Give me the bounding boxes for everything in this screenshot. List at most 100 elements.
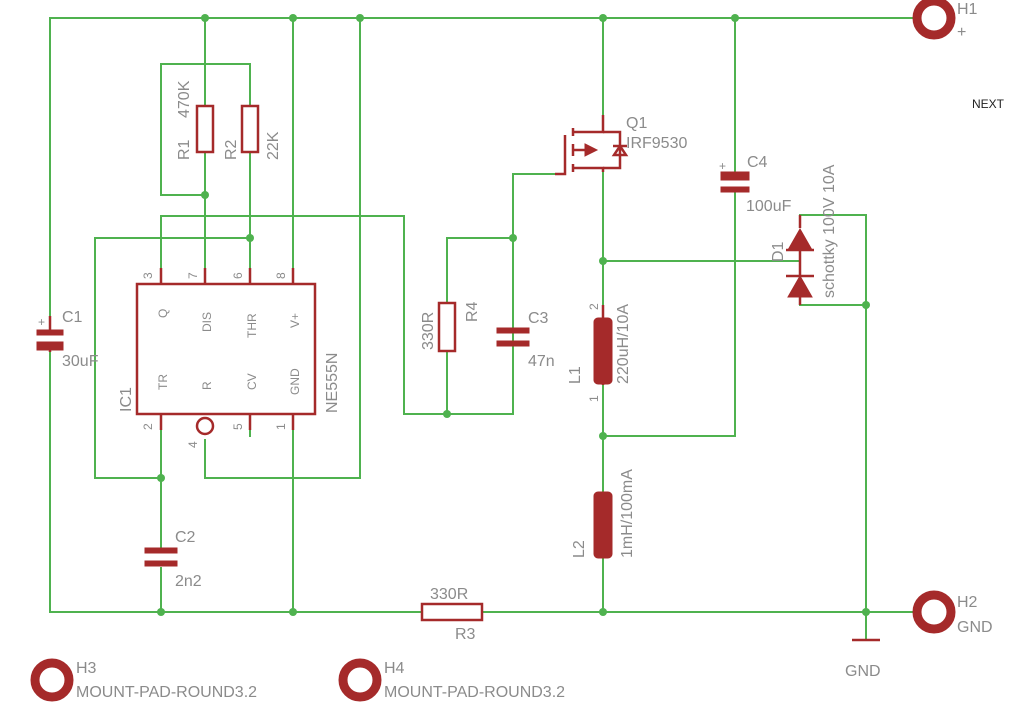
r1-name-label: R1 (176, 139, 193, 160)
mount-pad-h4[interactable]: H4 MOUNT-PAD-ROUND3.2 (338, 658, 565, 702)
ic1-pin-name: CV (245, 373, 259, 390)
ic1-pin-name: GND (288, 368, 302, 395)
h1-name-label: H1 (957, 1, 978, 18)
d1-name-label: D1 (770, 241, 787, 262)
ic1-reset-bubble (195, 416, 215, 436)
c4-plate (720, 171, 750, 181)
ic1-name-label: IC1 (118, 387, 135, 412)
next-label[interactable]: NEXT (972, 97, 1005, 111)
l1-pin-number: 2 (587, 303, 601, 310)
ic1-value-label: NE555N (324, 353, 341, 413)
c1-plate (36, 329, 64, 336)
h4-value-label: MOUNT-PAD-ROUND3.2 (384, 684, 565, 701)
mosfet-q1[interactable]: Q1 IRF9530 (555, 115, 687, 176)
ic1-body (135, 282, 317, 416)
gnd-label: GND (845, 663, 881, 680)
junction-dot (599, 14, 607, 22)
q1-terminals (573, 115, 605, 172)
ic1-pin-name: DIS (200, 312, 214, 332)
junction-dot (731, 14, 739, 22)
inductor-l1[interactable]: 2 1 L1 220uH/10A (567, 303, 632, 402)
l2-body (593, 491, 613, 559)
d1-triangle-top (787, 227, 813, 251)
ic1-pin-number: 1 (274, 423, 288, 430)
resistor-r4[interactable]: 330R R4 (420, 301, 481, 353)
q1-value-label: IRF9530 (626, 135, 687, 152)
ic1-pin-number: 5 (231, 423, 245, 430)
junction-dot (246, 234, 254, 242)
c3-plate (496, 340, 530, 347)
c4-name-label: C4 (747, 154, 768, 171)
junction-dot (599, 608, 607, 616)
c1-value-label: 30uF (62, 353, 99, 370)
mount-pad-h2[interactable]: H2 GND (912, 590, 993, 636)
ic1-pin-number: 8 (274, 272, 288, 279)
c1-name-label: C1 (62, 309, 83, 326)
inductor-l2[interactable]: L2 1mH/100mA (571, 469, 636, 559)
q1-body-diode (603, 130, 622, 170)
l1-pin-number: 1 (587, 395, 601, 402)
c2-value-label: 2n2 (175, 573, 202, 590)
ic1-timer[interactable]: 3 7 6 8 2 4 5 1 Q DIS THR V+ TR R CV GND… (118, 268, 341, 448)
junctions (157, 14, 870, 616)
r2-value-label: 22K (265, 131, 282, 160)
h4-pad-cross (350, 670, 370, 690)
diode-d1[interactable]: D1 schottky 100V 10A (770, 164, 838, 305)
c2-plate (144, 560, 178, 567)
h2-value-label: GND (957, 619, 993, 636)
ic1-pin-stubs (159, 268, 295, 430)
c3-plate (496, 327, 530, 334)
capacitor-c2[interactable]: C2 2n2 (144, 529, 202, 590)
r3-name-label: R3 (455, 626, 476, 643)
capacitor-c4[interactable]: + C4 100uF (719, 154, 792, 215)
capacitor-c3[interactable]: C3 47n (496, 310, 555, 370)
c1-plus-label: + (38, 315, 45, 329)
junction-dot (201, 191, 209, 199)
l2-name-label: L2 (571, 540, 588, 558)
c4-value-label: 100uF (746, 198, 792, 215)
resistor-r3[interactable]: 330R R3 (420, 586, 484, 643)
q1-gate (555, 135, 567, 176)
ic1-pin-name: THR (245, 313, 259, 338)
r1-body (195, 104, 215, 154)
r1-value-label: 470K (176, 80, 193, 118)
ic1-pin-number: 6 (231, 272, 245, 279)
wire-thr-tr (94, 237, 251, 479)
ic1-pin-name: Q (156, 309, 170, 318)
r4-body (437, 301, 457, 353)
q1-arrow (584, 143, 599, 157)
junction-dot (201, 14, 209, 22)
l1-value-label: 220uH/10A (615, 304, 632, 384)
junction-dot (599, 432, 607, 440)
ic1-pin-name: R (200, 381, 214, 390)
d1-value-label: schottky 100V 10A (821, 164, 838, 298)
junction-dot (862, 301, 870, 309)
l1-body (593, 317, 613, 385)
resistor-r1[interactable]: R1 470K (176, 80, 215, 160)
c2-name-label: C2 (175, 529, 196, 546)
r2-body (240, 104, 260, 154)
wire-output-node (602, 191, 736, 437)
junction-dot (509, 234, 517, 242)
ic1-pin-number: 4 (186, 441, 200, 448)
junction-dot (157, 474, 165, 482)
ic1-pin-name: V+ (288, 313, 302, 328)
mount-pad-h1[interactable]: H1 + (912, 0, 978, 41)
c4-plate (720, 186, 750, 193)
c4-plus-label: + (719, 159, 726, 173)
wire-r4-net (446, 237, 514, 415)
c1-plate (36, 341, 64, 351)
h4-pad (338, 658, 382, 702)
h3-pad (30, 658, 74, 702)
h2-pad (912, 590, 956, 634)
h2-name-label: H2 (957, 594, 978, 611)
junction-dot (862, 608, 870, 616)
mount-pad-h3[interactable]: H3 MOUNT-PAD-ROUND3.2 (30, 658, 257, 702)
wire-d1-anode (799, 214, 867, 613)
capacitor-c1[interactable]: + C1 30uF (36, 309, 99, 370)
h3-pad-cross (42, 670, 62, 690)
r4-value-label: 330R (420, 312, 437, 350)
c3-value-label: 47n (528, 353, 555, 370)
resistor-r2[interactable]: R2 22K (223, 104, 282, 160)
